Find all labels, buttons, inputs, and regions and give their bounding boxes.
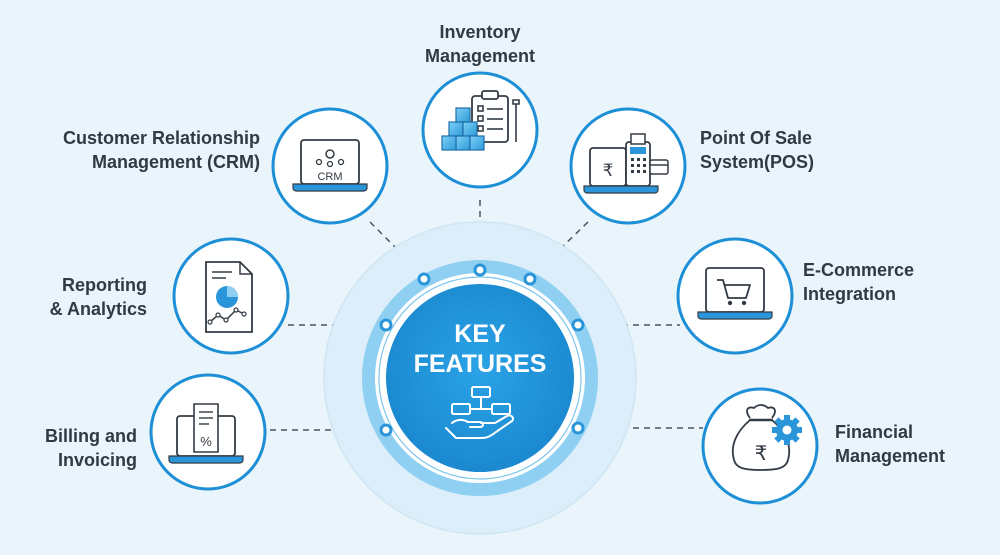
label-pos-line2: System(POS) bbox=[700, 152, 815, 172]
money-bag-gear-icon: ₹ bbox=[731, 404, 802, 471]
hand-flowchart-icon bbox=[445, 386, 515, 439]
laptop-crm-icon: CRM bbox=[292, 139, 368, 192]
report-chart-icon bbox=[205, 261, 253, 333]
label-pos-line1: Point Of Sale bbox=[700, 128, 813, 148]
pos-terminal-icon: ₹ bbox=[583, 133, 669, 194]
feature-circle-reporting bbox=[172, 237, 290, 355]
financial-icon-text: ₹ bbox=[755, 441, 768, 465]
feature-circle-pos: ₹ bbox=[569, 107, 687, 225]
label-financial-line2: Management bbox=[835, 446, 946, 466]
billing-icon-text: % bbox=[200, 434, 212, 449]
label-reporting-line1: Reporting bbox=[62, 275, 147, 295]
label-billing-line1: Billing and bbox=[45, 426, 137, 446]
feature-circle-financial: ₹ bbox=[701, 387, 819, 505]
clipboard-boxes-icon bbox=[441, 90, 520, 151]
pos-icon-text: ₹ bbox=[603, 161, 614, 181]
label-inventory-line2: Management bbox=[424, 46, 536, 66]
feature-circle-billing: % bbox=[149, 373, 267, 491]
laptop-invoice-icon: % bbox=[168, 403, 244, 464]
label-financial-line1: Financial bbox=[835, 422, 914, 442]
label-billing-line2: Invoicing bbox=[57, 450, 137, 470]
label-ecommerce-line1: E-Commerce bbox=[803, 260, 915, 280]
label-reporting: Reporting & Analytics bbox=[10, 273, 147, 321]
label-reporting-line2: & Analytics bbox=[49, 299, 147, 319]
center-title-line2: FEATURES bbox=[414, 350, 547, 378]
crm-icon-text: CRM bbox=[317, 171, 342, 183]
label-pos: Point Of Sale System(POS) bbox=[700, 126, 900, 174]
label-crm-line2: Management (CRM) bbox=[91, 152, 260, 172]
label-inventory: Inventory Management bbox=[380, 20, 580, 68]
center-title-line1: KEY bbox=[454, 320, 506, 348]
laptop-cart-icon bbox=[697, 267, 773, 320]
feature-circle-crm: CRM bbox=[271, 107, 389, 225]
label-financial: Financial Management bbox=[835, 420, 995, 468]
feature-circle-inventory bbox=[421, 71, 539, 189]
hub-dots bbox=[379, 263, 585, 437]
label-billing: Billing and Invoicing bbox=[10, 424, 137, 472]
label-ecommerce: E-Commerce Integration bbox=[803, 258, 983, 306]
label-inventory-line1: Inventory bbox=[439, 22, 521, 42]
central-hub bbox=[323, 221, 637, 535]
label-crm: Customer Relationship Management (CRM) bbox=[20, 126, 260, 174]
feature-circle-ecommerce bbox=[676, 237, 794, 355]
label-ecommerce-line2: Integration bbox=[803, 284, 896, 304]
label-crm-line1: Customer Relationship bbox=[62, 128, 260, 148]
